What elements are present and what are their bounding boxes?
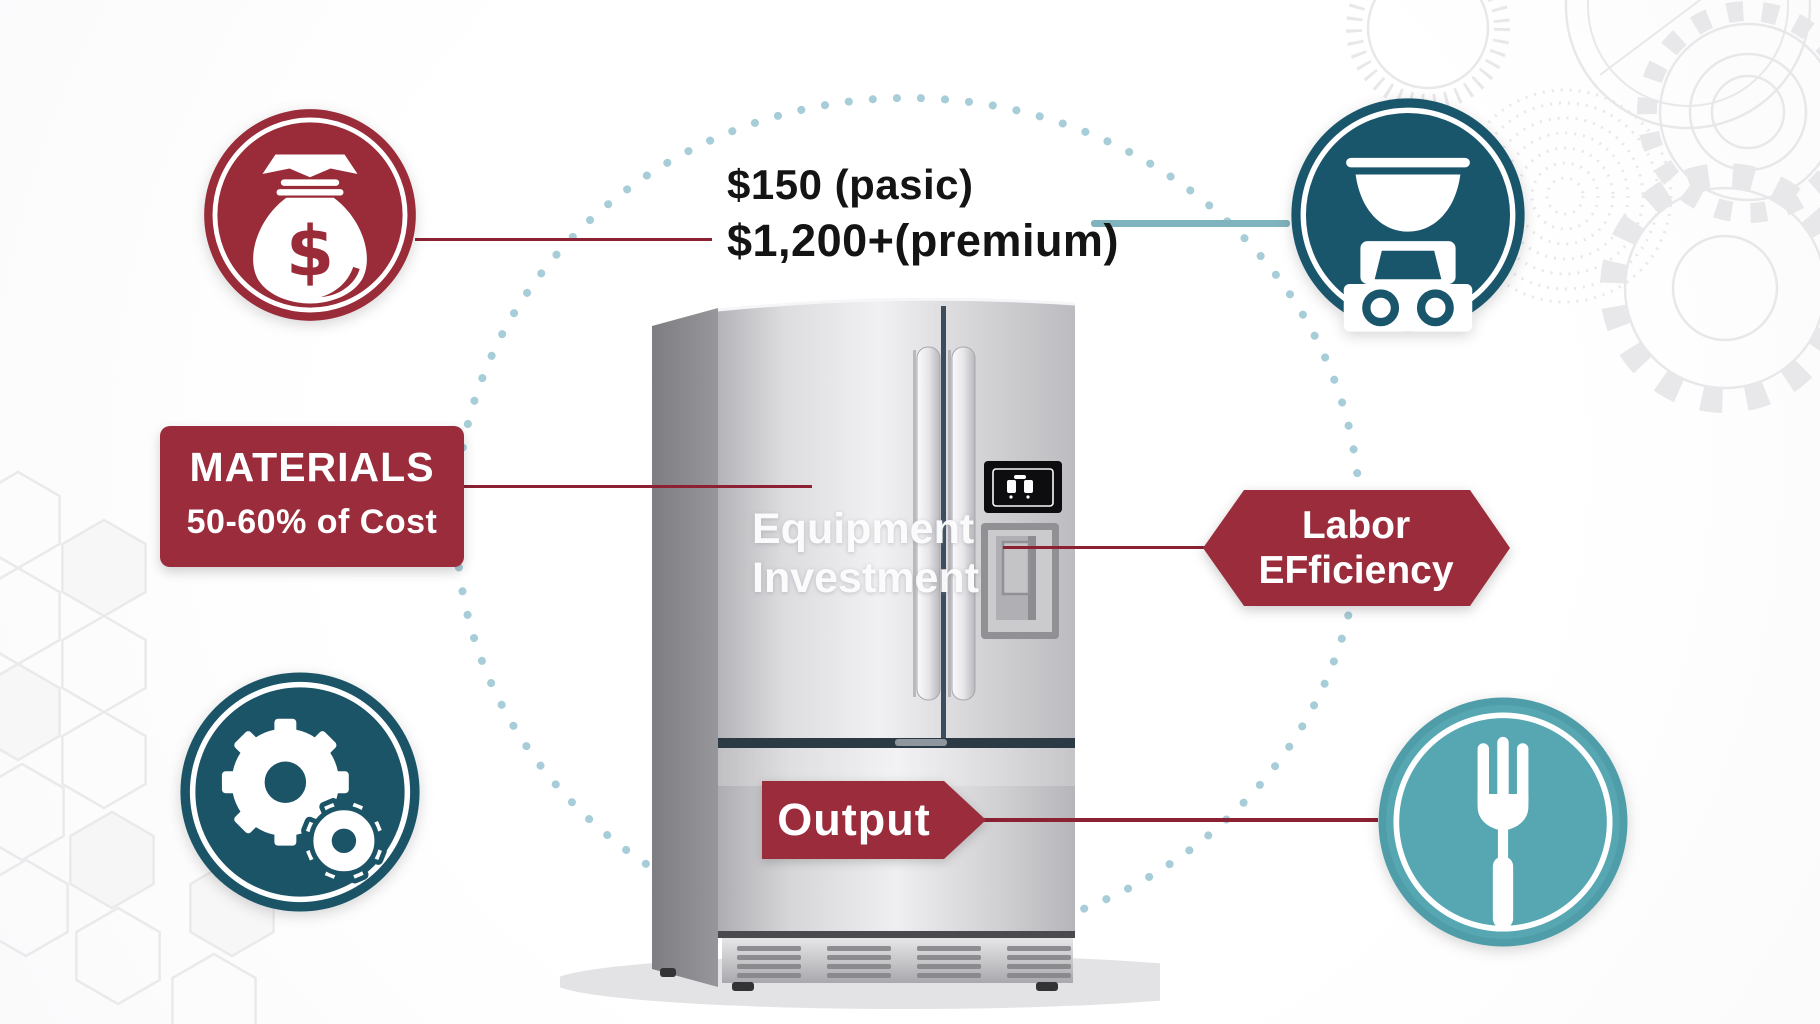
door-divider (941, 306, 946, 738)
output-banner (762, 781, 986, 859)
labor-efficiency-label: Labor EFficiency (1200, 486, 1512, 610)
gears-badge (180, 672, 420, 912)
scale-connector-line (1091, 220, 1290, 227)
labor-connector-line (1003, 546, 1206, 549)
water-dispenser-icon (1007, 475, 1033, 499)
money-bag-badge: $ (204, 109, 416, 321)
price-basic-text: $150 (pasic) (727, 161, 974, 208)
output-label: Output (777, 794, 931, 845)
water-dispenser (981, 523, 1059, 639)
fork-badge (1378, 697, 1628, 947)
fork-icon (1477, 736, 1529, 929)
kitchen-scale-badge (1291, 98, 1525, 332)
labor-efficiency-banner (1203, 490, 1510, 606)
fridge-label-line2: Investment (752, 554, 980, 602)
display-panel (984, 461, 1062, 513)
materials-subtitle: 50-60% of Cost (186, 503, 438, 541)
fridge-label: Equipment Investment (752, 505, 979, 603)
left-door-handle (916, 346, 941, 701)
price-premium-text: $1,200+(premium) (727, 215, 1119, 266)
materials-callout: MATERIALS 50-60% of Cost (160, 426, 464, 567)
gears-icon (221, 718, 387, 884)
refrigerator (560, 297, 1160, 1009)
fridge-label-line1: Equipment (752, 505, 975, 553)
money-bag-icon (253, 154, 367, 304)
kitchen-scale-icon (1343, 157, 1473, 332)
right-door-handle (951, 346, 976, 701)
base-vents (737, 946, 1071, 978)
materials-title: MATERIALS (189, 444, 435, 490)
labor-line1: Labor (1301, 504, 1411, 547)
background-hexagon-pattern (0, 470, 275, 1024)
svg-text:$: $ (286, 212, 334, 292)
output-connector-line (983, 818, 1378, 822)
labor-line2: EFficiency (1258, 549, 1454, 592)
price-connector-line (415, 238, 712, 241)
fridge-side-panel (652, 308, 718, 987)
materials-connector-line (463, 485, 812, 488)
